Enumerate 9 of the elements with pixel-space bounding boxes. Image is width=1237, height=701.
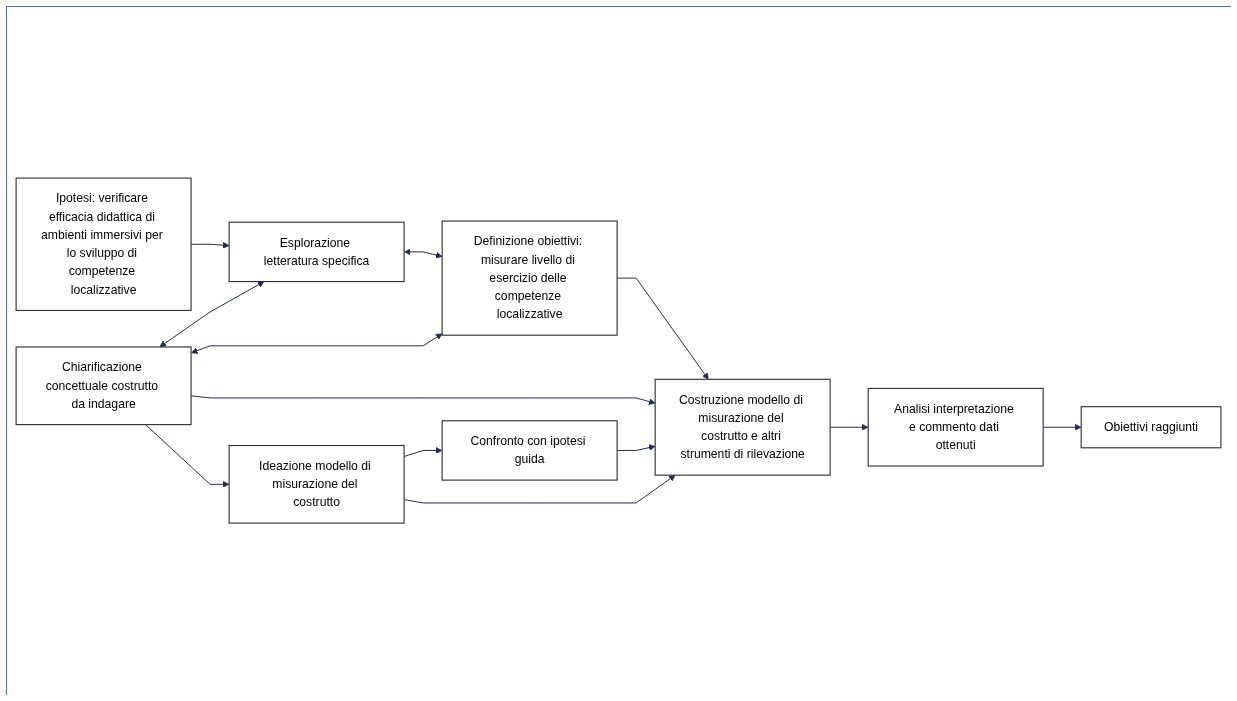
node-box: Esplorazione letteratura specifica xyxy=(228,221,405,283)
node-box: Definizione obiettivi: misurare livello di esercizio delle competenze localizzative xyxy=(441,220,618,336)
node-box: Confronto con ipotesi guida xyxy=(441,420,618,481)
node-box: Ipotesi: verificare efficacia didattica di ambienti immersivi per lo sviluppo di competenze localizzative xyxy=(15,177,192,311)
node-box: Ideazione modello di misurazione del costrutto xyxy=(228,444,405,524)
node-box: Costruzione modello di misurazione del costrutto e altri strumenti di rilevazione xyxy=(654,378,831,476)
node-box: Chiarificazione concettuale costrutto da indagare xyxy=(15,346,192,426)
node-box: Obiettivi raggiunti xyxy=(1080,406,1222,449)
node-box: Analisi interpretazione e commento dati ottenuti xyxy=(867,387,1044,467)
